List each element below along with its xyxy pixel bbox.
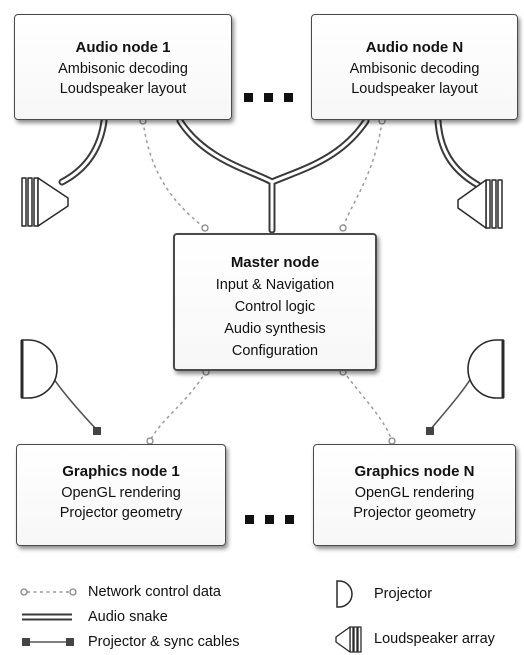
node-line: OpenGL rendering (354, 485, 475, 501)
network-link-graphics-1 (149, 370, 207, 442)
ellipsis-icon (245, 515, 294, 524)
node-line: Audio synthesis (224, 321, 326, 337)
projector-cables (47, 369, 477, 431)
network-control-links (142, 120, 393, 442)
node-line: OpenGL rendering (61, 485, 181, 501)
node-title: Audio node N (365, 39, 464, 56)
legend-label-projector: Projector (374, 586, 433, 602)
network-link-graphics-n (342, 370, 393, 442)
legend-projector-icon (336, 580, 353, 608)
node-title: Graphics node 1 (62, 463, 180, 480)
node-line: Loudspeaker layout (59, 81, 187, 97)
legend-loudspeaker-icon (335, 626, 362, 653)
legend-network-symbol (20, 588, 77, 596)
node-line: Input & Navigation (215, 277, 335, 293)
legend-label-snake: Audio snake (88, 609, 168, 625)
projector-icon (20, 339, 58, 399)
cable-endpoints (44, 366, 480, 435)
graphics-node-n: Graphics node N OpenGL rendering Project… (313, 444, 516, 546)
node-line: Ambisonic decoding (58, 61, 188, 77)
legend-cable-symbol (22, 638, 74, 646)
node-line: Loudspeaker layout (351, 81, 478, 97)
loudspeaker-array-icon (457, 179, 503, 229)
node-title: Graphics node N (354, 463, 475, 480)
projector-icon (467, 339, 505, 399)
node-line: Control logic (234, 299, 316, 315)
node-title: Audio node 1 (75, 39, 171, 56)
loudspeaker-array-icon (21, 177, 69, 227)
node-line: Configuration (231, 343, 319, 359)
legend-label-network: Network control data (88, 584, 221, 600)
legend-label-cables: Projector & sync cables (88, 634, 240, 650)
ellipsis-icon (244, 93, 293, 102)
legend-label-loudspeaker: Loudspeaker array (374, 631, 495, 647)
master-node: Master node Input & Navigation Control l… (173, 233, 377, 371)
audio-node-n: Audio node N Ambisonic decoding Loudspea… (311, 14, 518, 120)
node-line: Projector geometry (353, 505, 476, 521)
node-line: Projector geometry (59, 505, 183, 521)
node-line: Ambisonic decoding (349, 61, 480, 77)
audio-node-1: Audio node 1 Ambisonic decoding Loudspea… (14, 14, 232, 120)
audio-snakes (58, 117, 482, 234)
node-title: Master node (230, 254, 320, 271)
graphics-node-1: Graphics node 1 OpenGL rendering Project… (16, 444, 226, 546)
network-link-audio-n (342, 120, 383, 229)
